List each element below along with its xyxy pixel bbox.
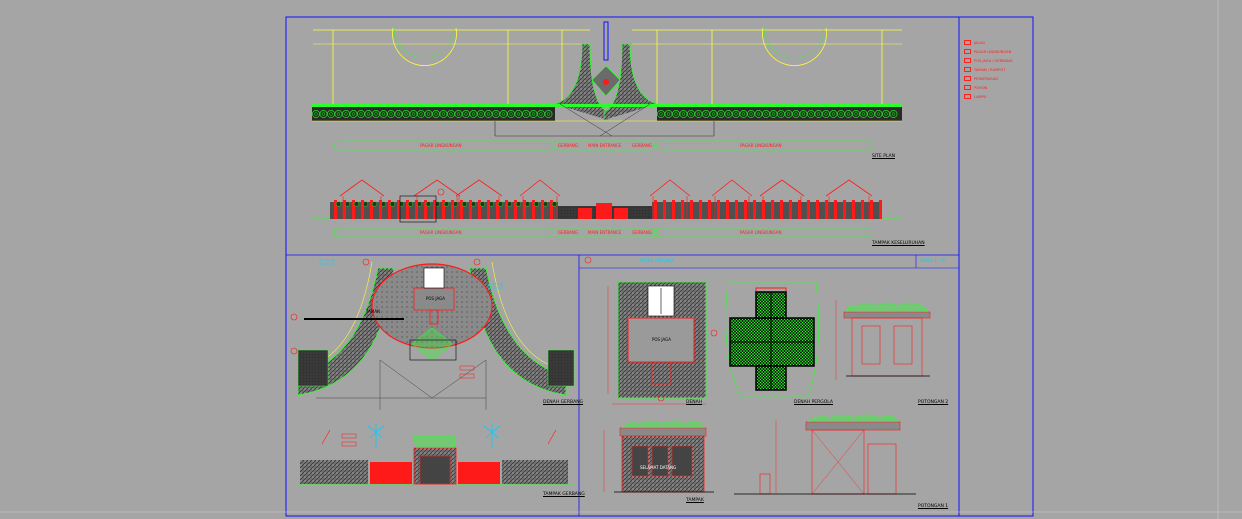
legend-swatch [964,58,971,63]
elevation-overall-title: TAMPAK KESELURUHAN [872,241,925,246]
site-plan-road-mid-1: GERBANG [558,143,578,148]
legend-swatch [964,76,971,81]
gate-plan-label-2: TAMAN [366,309,381,314]
site-plan-road-right: PAGAR LINGKUNGAN [740,143,782,148]
legend-swatch [964,85,971,90]
detail-header-scale: SKALA 1 : 50 [920,258,946,263]
detail-pergola-title: DENAH PERGOLA [794,400,833,405]
legend-label: TAMAN / RUMPUT [974,67,1006,72]
site-plan-title: SITE PLAN [872,154,895,159]
legend-label: PAGAR LINGKUNGAN [974,49,1012,54]
detail-elev-sign: SELAMAT DATANG [640,465,677,470]
elevation-road-right: PAGAR LINGKUNGAN [740,230,782,235]
detail-elev-title: TAMPAK [686,498,704,503]
elevation-road-mid-2: MAIN ENTRANCE [588,230,622,235]
site-plan-drawing [312,21,902,151]
legend-item: POS JAGA / GERBANG [964,58,1013,63]
section-2-drawing [835,300,931,380]
legend-swatch [964,67,971,72]
gate-plan-drawing [290,258,575,410]
fence-piers [334,200,882,219]
overall-elevation-drawing [312,179,902,238]
gate-plan-title: DENAH GERBANG [543,400,584,405]
section-1-drawing [734,414,916,495]
legend-label: LAMPU [974,94,987,99]
legend-item: PAGAR LINGKUNGAN [964,49,1011,54]
site-plan-road-mid-2: MAIN ENTRANCE [588,143,622,148]
legend-item: PERKERASAN [964,76,998,81]
site-plan-road-mid-3: GERBANG [632,143,652,148]
legend-item: POHON [964,85,987,90]
detail-section1-title: POTONGAN 1 [918,504,949,509]
gate-elevation-drawing [298,424,574,485]
pergola-plan-drawing [725,281,819,397]
shrub-row-right [657,110,898,118]
elevation-road-mid-3: GERBANG [632,230,652,235]
legend-swatch [964,40,971,45]
detail-plan-title: DENAH [686,400,703,405]
detail-section2-title: POTONGAN 2 [918,400,949,405]
guard-post-plan-drawing [584,256,718,405]
legend-label: PERKERASAN [974,76,998,81]
detail-header-title: DETAIL POS JAGA [640,258,675,263]
legend-label: POHON [974,85,988,90]
legend-item: TAMAN / RUMPUT [964,67,1005,72]
legend-label: JALAN [974,40,985,45]
elevation-road-left: PAGAR LINGKUNGAN [420,230,462,235]
elevation-road-mid-1: GERBANG [558,230,578,235]
guard-post-elevation-drawing [603,420,714,493]
legend-item: JALAN [964,40,985,45]
gate-plan-label-1: POS JAGA [426,296,445,301]
sheet-frame [285,16,1034,517]
legend-swatch [964,94,971,99]
site-plan-road-left: PAGAR LINGKUNGAN [420,143,462,148]
shrub-row-left [312,110,553,118]
legend-label: POS JAGA / GERBANG [974,58,1013,63]
detail-plan-label: POS JAGA [652,337,671,342]
legend-swatch [964,49,971,54]
legend-item: LAMPU [964,94,986,99]
gate-elevation-title: TAMPAK GERBANG [543,492,585,497]
